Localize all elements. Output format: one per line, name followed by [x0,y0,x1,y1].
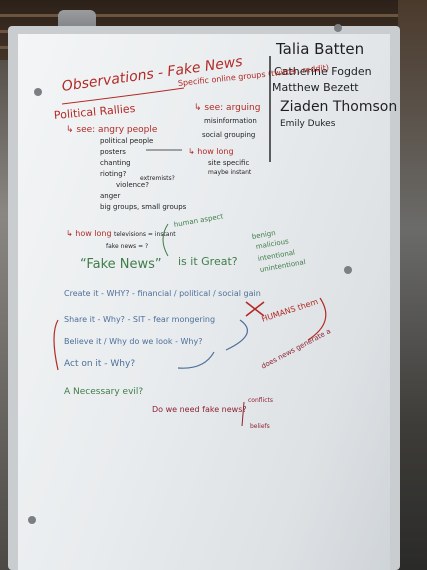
believe-it-line: Believe it / Why do we look - Why? [64,337,203,346]
beliefs-note: beliefs [250,423,270,430]
groups-maybe-instant: maybe instant [208,169,252,176]
groups-item: social grouping [202,131,256,139]
fake-news-question: fake news = ? [106,243,149,250]
conflicts-note: conflicts [248,397,273,404]
screw [28,516,36,524]
rallies-item: anger [100,192,121,200]
groups-site-specific: site specific [208,159,250,167]
name-1: Talia Batten [276,40,365,58]
groups-item: misinformation [204,117,257,125]
name-4: Ziaden Thomson [280,99,398,115]
rallies-how-long: ↳ how long [66,229,112,238]
necessary-evil-question: A Necessary evil? [64,387,144,397]
name-2: Catherine Fogden [274,65,372,78]
name-5: Emily Dukes [280,119,336,129]
fake-news-heading: “Fake News” [80,257,162,272]
share-it-line: Share it - Why? - SIT - fear mongering [64,315,216,324]
extremists-note: extremists? [140,175,175,182]
groups-see: ↳ see: arguing [194,103,261,113]
whiteboard: Observations - Fake News Talia Batten Ca… [18,24,397,570]
screw [344,266,352,274]
screw [334,24,342,32]
groups-how-long: ↳ how long [188,147,234,156]
marker-strokes [53,56,327,427]
rallies-item: posters [100,148,126,156]
rallies-item: chanting [100,159,131,167]
act-on-it-line: Act on it - Why? [64,359,136,369]
rallies-item: political people [100,137,154,145]
need-fake-news-question: Do we need fake news? [152,405,247,414]
background-room-right [398,0,427,570]
create-it-line: Create it - WHY? - financial / political… [64,289,261,298]
rallies-item: rioting? [100,170,127,178]
rallies-see: ↳ see: angry people [66,125,158,135]
rallies-item: violence? [116,181,149,189]
is-it-great-question: is it Great? [178,255,238,268]
televisions-note: televisions = instant [114,231,176,238]
rallies-item: big groups, small groups [100,203,187,211]
name-3: Matthew Bezett [272,81,359,94]
screw [34,88,42,96]
